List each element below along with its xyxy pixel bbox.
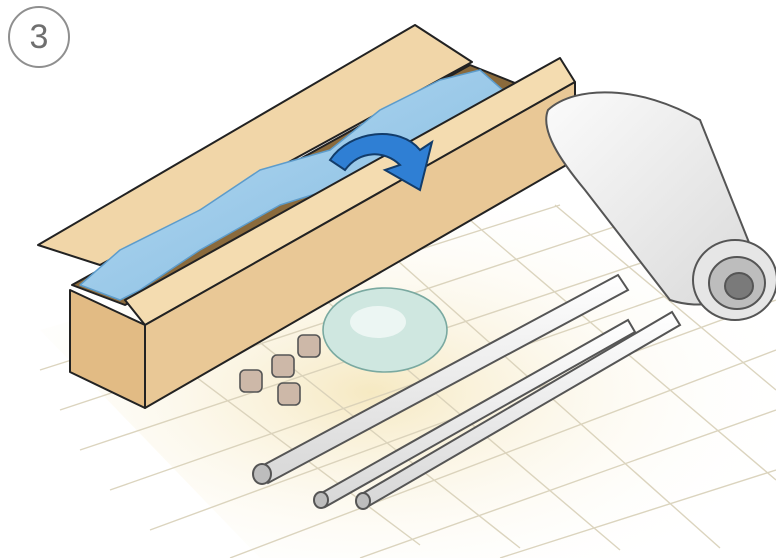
hardware-bag — [323, 288, 447, 372]
